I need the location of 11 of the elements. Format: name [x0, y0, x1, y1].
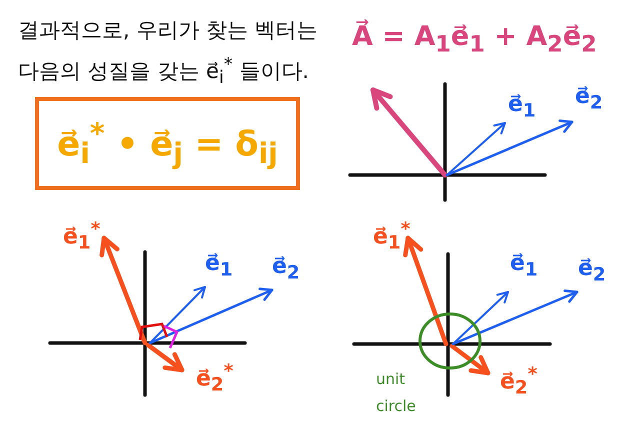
formula-box — [35, 97, 300, 190]
vector-label: e⃗$_{2}$ — [578, 257, 606, 286]
equation: A⃗ = A$_{1}$e⃗$_{1}$ + A$_{2}$e⃗$_{2}$ — [352, 22, 597, 58]
vector-label: e⃗$_{2}$ — [575, 85, 603, 114]
vector-label: e⃗$_{1}$ — [205, 252, 233, 281]
formula: e⃗$_{i}$$^{*}$ • e⃗$_{j}$ = δ$_{ij}$ — [57, 116, 278, 170]
vector-label: e⃗$_{1}$ — [510, 252, 538, 281]
vector-label: e⃗$_{2}$ — [272, 255, 300, 284]
annotation: unit circle — [376, 369, 417, 417]
sentence: 결과적으로, 우리가 찾는 벡터는 다음의 성질을 갖는 e⃗$_{i}$$^{*}$ 들이다. — [18, 17, 319, 90]
vector-label: e⃗$_{1}$ — [508, 93, 536, 122]
